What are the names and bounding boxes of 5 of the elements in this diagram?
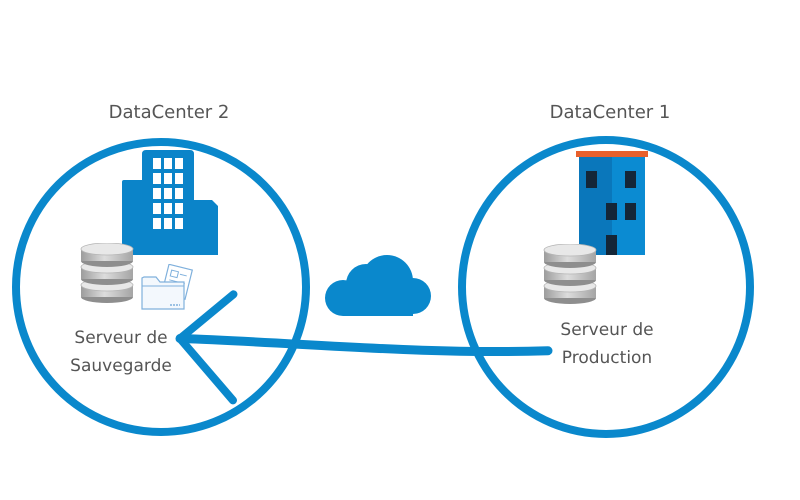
server-label: Serveur de Production	[548, 316, 666, 372]
circle-heading: DataCenter 2	[108, 102, 230, 124]
arrow	[176, 290, 552, 405]
circle-heading: DataCenter 1	[550, 102, 670, 124]
server-label: Serveur de Sauvegarde	[62, 324, 180, 380]
